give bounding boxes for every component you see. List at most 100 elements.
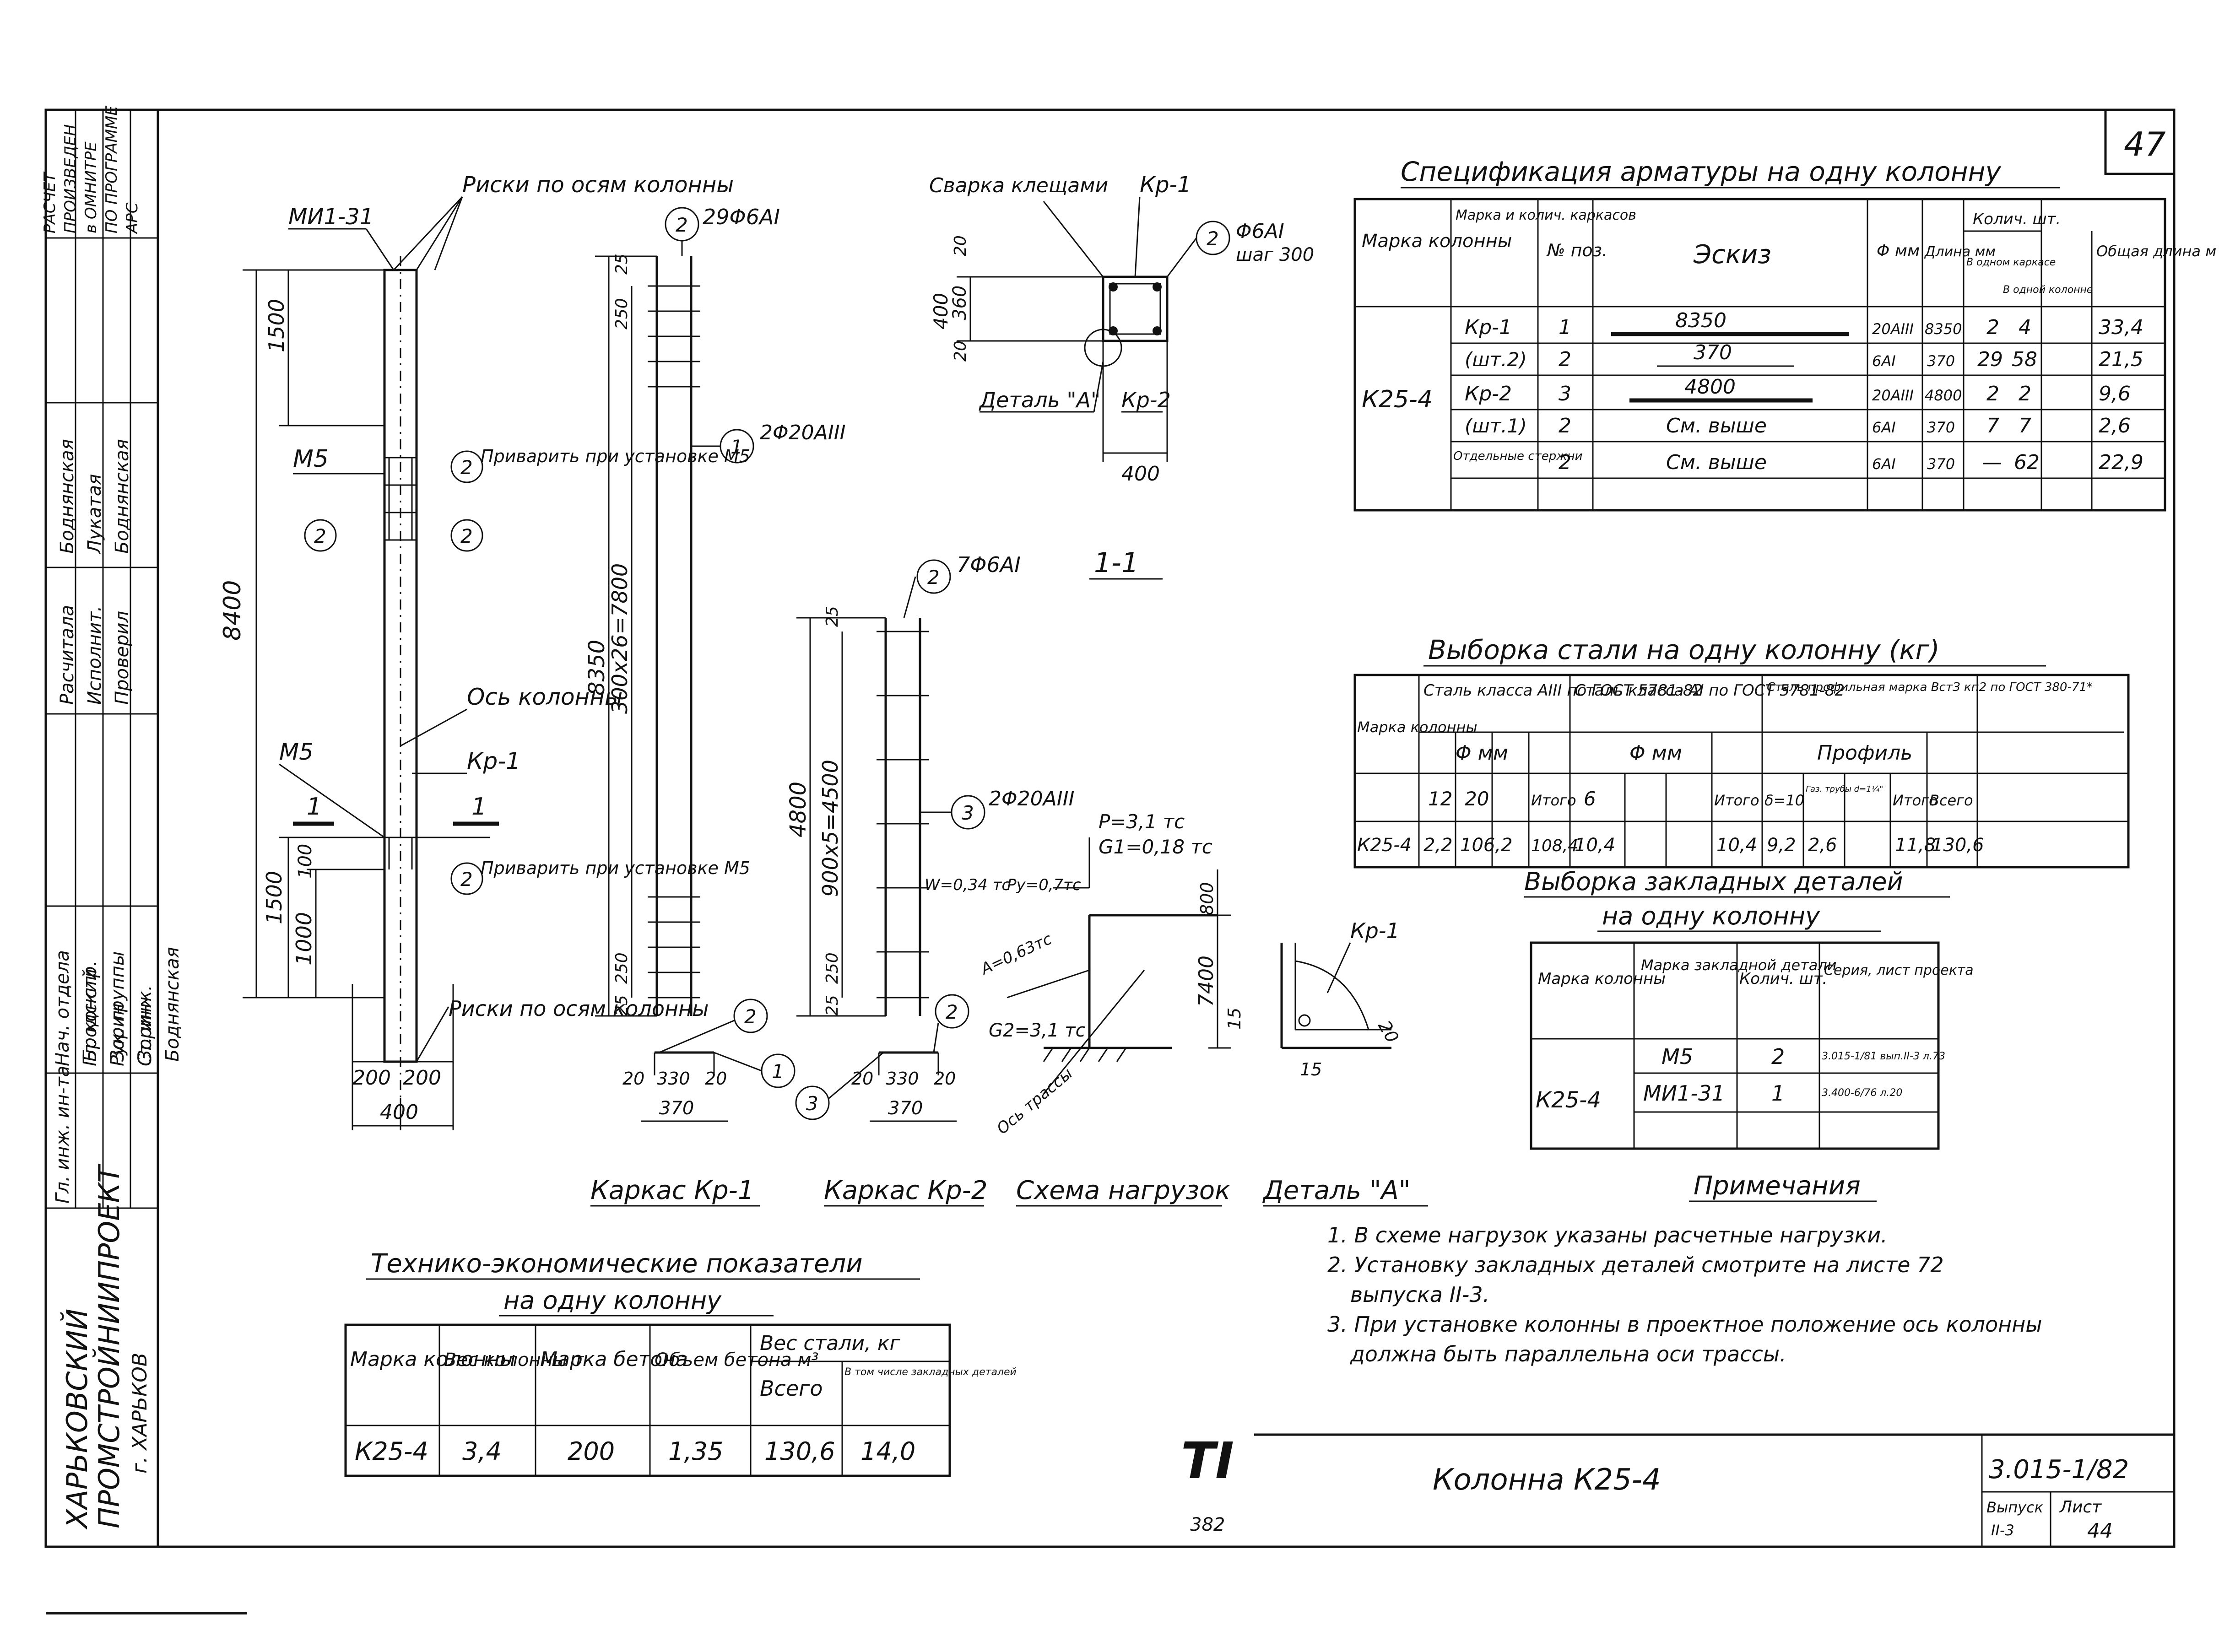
svg-text:М5: М5 bbox=[1662, 1044, 1693, 1069]
sheet-number: 47 bbox=[2124, 125, 2166, 163]
drawing-frame bbox=[44, 108, 2176, 1548]
sheet-label: Лист bbox=[2059, 1498, 2102, 1517]
tech-table: Технико-экономические показатели на одну… bbox=[344, 1249, 1017, 1477]
section-mark-left: 1 bbox=[307, 793, 322, 821]
svg-text:200: 200 bbox=[568, 1437, 615, 1466]
kr2-w370: 370 bbox=[888, 1098, 923, 1119]
kr2-dim-top25: 25 bbox=[823, 606, 842, 627]
kr2-bar1-label: 2Φ20AIII bbox=[989, 787, 1075, 810]
detail-dim-15a: 15 bbox=[1224, 1008, 1245, 1030]
label-weld-top: Приварить при установке М5 bbox=[481, 446, 750, 466]
steel-h-group3: Сталь профильная марка ВстЗ кп2 по ГОСТ … bbox=[1767, 680, 2093, 694]
svg-text:108,4: 108,4 bbox=[1531, 837, 1578, 855]
sec-kr2: Кр-2 bbox=[1121, 388, 1171, 412]
svg-text:10,4: 10,4 bbox=[1716, 835, 1757, 856]
svg-text:1: 1 bbox=[1771, 1081, 1785, 1106]
load-p: P=3,1 тс bbox=[1099, 810, 1185, 833]
svg-text:(шт.1): (шт.1) bbox=[1465, 415, 1527, 437]
steel-sh-all: Всего bbox=[1929, 792, 1973, 809]
kr2-w20a: 20 bbox=[851, 1069, 873, 1089]
svg-text:20AIII: 20AIII bbox=[1872, 387, 1914, 404]
notes-title: Примечания bbox=[1694, 1171, 1861, 1201]
tech-title-2: на одну колонну bbox=[503, 1286, 722, 1315]
svg-text:8350: 8350 bbox=[1925, 320, 1962, 338]
spec-row-2: (шт.2) 2 370 6AI 370 29 58 21,5 bbox=[1465, 341, 2143, 371]
steel-title: Выборка стали на одну колонну (кг) bbox=[1428, 634, 1940, 665]
kr1-w20b: 20 bbox=[705, 1069, 727, 1089]
stamp-role-3: Гл. констр. bbox=[80, 961, 101, 1066]
svg-text:370: 370 bbox=[1694, 341, 1732, 364]
stamp-role-5: Ст. инж. bbox=[135, 985, 156, 1066]
stamp-fragment-top: ТI bbox=[1181, 1431, 1234, 1490]
spec-row-3: Кр-2 3 4800 20AIII 4800 2 2 9,6 bbox=[1465, 375, 2131, 405]
spec-h-pos: № поз. bbox=[1546, 240, 1607, 260]
emb-h-part: Марка закладной детали bbox=[1641, 956, 1837, 974]
kr1-dim-bot250: 250 bbox=[612, 952, 631, 984]
embedded-table: Выборка закладных деталей на одну колонн… bbox=[1524, 867, 1974, 1150]
tech-row: К25-4 3,4 200 1,35 130,6 14,0 bbox=[355, 1437, 915, 1466]
spec-h-len: Длина мм bbox=[1924, 244, 1996, 260]
kr1-dim-top250: 250 bbox=[612, 298, 631, 329]
kr2-caption: Каркас Кр-2 bbox=[824, 1176, 988, 1205]
tech-h-weight: Вес колонны т bbox=[444, 1350, 585, 1371]
sec-dim-360: 360 bbox=[949, 286, 970, 320]
svg-text:2: 2 bbox=[460, 868, 473, 891]
steel-sh-delta: δ=10 bbox=[1764, 792, 1804, 809]
label-risks-top: Риски по осям колонны bbox=[462, 172, 734, 198]
sec-bar-label: Φ6AI bbox=[1236, 220, 1284, 243]
note-2: 2. Установку закладных деталей смотрите … bbox=[1327, 1252, 1944, 1277]
kr2-dim-pitch: 900x5=4500 bbox=[818, 760, 843, 897]
stamp-extra-role-2: Исполнит. bbox=[84, 606, 105, 705]
svg-text:2: 2 bbox=[1207, 227, 1219, 250]
svg-text:7: 7 bbox=[1986, 414, 1999, 437]
svg-text:2: 2 bbox=[744, 1005, 757, 1028]
detail-dim-15b: 15 bbox=[1300, 1059, 1322, 1080]
steel-sh-total3: Итого bbox=[1893, 792, 1938, 809]
org-name-line2: ПРОМСТРОЙНИИПРОЕКТ bbox=[92, 1164, 126, 1528]
svg-text:К25-4: К25-4 bbox=[355, 1437, 428, 1466]
stamp-role-2: Нач. отдела bbox=[52, 950, 73, 1066]
stamp-extra-name-1: Боднянская bbox=[57, 439, 78, 554]
load-py: Py=0,7тс bbox=[1007, 876, 1081, 894]
svg-text:2: 2 bbox=[460, 456, 473, 479]
kr2-w330: 330 bbox=[886, 1069, 919, 1089]
svg-text:33,4: 33,4 bbox=[2099, 316, 2143, 339]
svg-text:2: 2 bbox=[314, 525, 326, 547]
svg-text:Кр-2: Кр-2 bbox=[1465, 382, 1512, 405]
org-name-line1: ХАРЬКОВСКИЙ bbox=[60, 1309, 94, 1530]
spec-title: Спецификация арматуры на одну колонну bbox=[1401, 156, 2002, 187]
svg-text:См. выше: См. выше bbox=[1666, 414, 1767, 437]
svg-text:62: 62 bbox=[2014, 451, 2040, 474]
dim-width-total: 400 bbox=[380, 1101, 418, 1124]
title-block: Колонна К25-4 3.015-1/82 Выпуск II-3 Лис… bbox=[1181, 1431, 2174, 1547]
svg-text:2,2: 2,2 bbox=[1423, 835, 1453, 856]
steel-h-dia1: Φ мм bbox=[1456, 741, 1508, 765]
svg-text:3.015-1/81 вып.II-3 л.73: 3.015-1/81 вып.II-3 л.73 bbox=[1822, 1051, 1945, 1062]
sec-dim-w400: 400 bbox=[1121, 462, 1160, 486]
kr2-section-callout-3 bbox=[795, 1085, 830, 1120]
svg-text:2: 2 bbox=[1986, 382, 1999, 405]
load-caption: Схема нагрузок bbox=[1016, 1176, 1230, 1205]
org-city: г. ХАРЬКОВ bbox=[128, 1353, 152, 1474]
spec-column-mark: К25-4 bbox=[1362, 386, 1433, 413]
kr2-dim-bot25: 25 bbox=[823, 995, 842, 1016]
dim-width-right: 200 bbox=[403, 1066, 441, 1090]
spec-row-1: Кр-1 1 8350 20AIII 8350 2 4 33,4 bbox=[1465, 309, 2143, 339]
load-dim-7400: 7400 bbox=[1195, 956, 1218, 1007]
svg-text:20AIII: 20AIII bbox=[1872, 320, 1914, 338]
dim-bottom-1500: 1500 bbox=[262, 871, 287, 924]
detail-kr1: Кр-1 bbox=[1350, 918, 1400, 943]
sheet-number-box bbox=[2104, 108, 2176, 175]
tech-h-total: Всего bbox=[760, 1376, 823, 1401]
svg-text:106,2: 106,2 bbox=[1460, 835, 1513, 856]
load-g1: G1=0,18 тс bbox=[1099, 836, 1212, 858]
svg-text:1: 1 bbox=[1559, 316, 1571, 339]
steel-sh-20: 20 bbox=[1465, 788, 1489, 810]
tech-h-concrete: Марка бетона bbox=[540, 1348, 688, 1371]
calc-note-3: в ОМНИТРЕ bbox=[82, 141, 100, 233]
kr1-caption: Каркас Кр-1 bbox=[590, 1176, 754, 1205]
svg-text:2: 2 bbox=[946, 1001, 958, 1023]
section-mark-right: 1 bbox=[471, 793, 487, 821]
svg-text:14,0: 14,0 bbox=[861, 1437, 915, 1466]
